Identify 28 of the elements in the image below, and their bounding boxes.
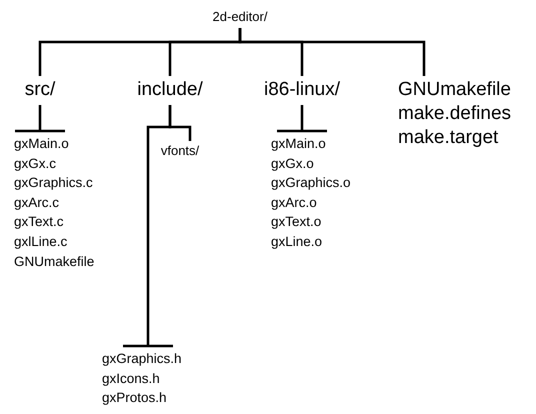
bracket-connector xyxy=(122,105,174,348)
file-name: gxMain.o xyxy=(271,135,327,153)
file-name: gxlLine.c xyxy=(14,232,68,251)
tree-connector xyxy=(238,28,426,76)
file-name: gxText.o xyxy=(271,213,322,232)
file-name: gxArc.c xyxy=(14,194,60,212)
file-name: gxGraphics.o xyxy=(271,174,351,192)
file-name: GNUmakefile xyxy=(398,78,512,102)
file-name: gxMain.o xyxy=(14,135,70,153)
file-name: gxGx.o xyxy=(271,154,315,173)
folder-name: i86-linux/ xyxy=(264,78,340,102)
folder-name: src/ xyxy=(24,78,56,102)
file-name: gxProtos.h xyxy=(102,389,168,408)
file-name: make.defines xyxy=(398,102,512,126)
file-name: gxLine.o xyxy=(271,232,324,251)
file-name: make.target xyxy=(398,126,500,150)
file-name: gxArc.o xyxy=(271,194,318,212)
file-name: gxText.c xyxy=(14,213,65,232)
bracket-connector xyxy=(14,105,66,132)
file-name: GNUmakefile xyxy=(14,252,94,271)
file-name: gxGraphics.c xyxy=(14,174,94,192)
file-name: gxGx.c xyxy=(14,154,58,173)
folder-name: vfonts/ xyxy=(160,143,200,159)
folder-name: 2d-editor/ xyxy=(212,9,268,25)
folder-name: include/ xyxy=(137,78,203,102)
file-name: gxGraphics.h xyxy=(102,350,182,368)
file-name: gxIcons.h xyxy=(102,370,161,388)
bracket-connector xyxy=(276,105,328,132)
